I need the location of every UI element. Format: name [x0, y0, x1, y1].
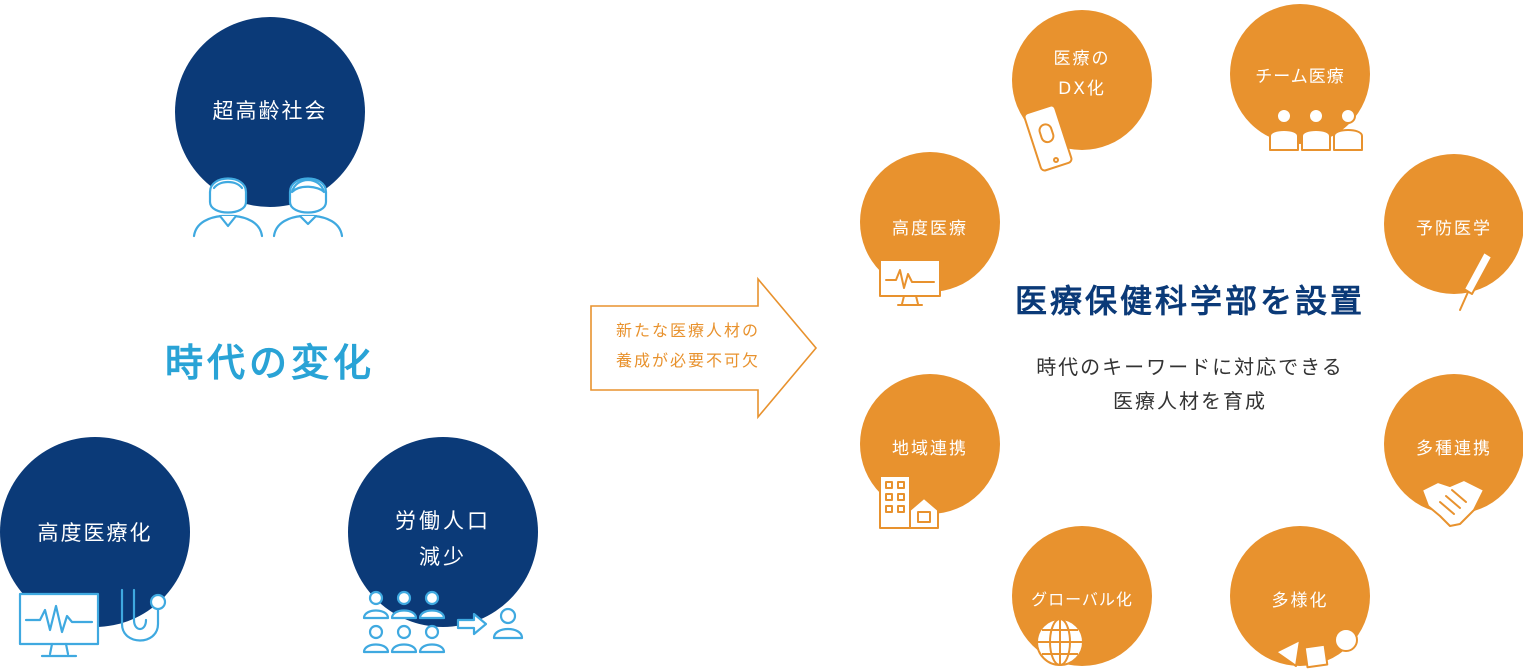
team-people-icon [1269, 108, 1363, 151]
keyword-regional-label: 地域連携 [892, 439, 968, 459]
shapes-icon [1275, 628, 1358, 669]
main-heading: 医療保健科学部を設置 [1014, 282, 1365, 320]
globe-icon [1036, 618, 1084, 666]
keyword-interprofessional-label: 多種連携 [1416, 439, 1492, 459]
keyword-preventive-label: 予防医学 [1416, 219, 1492, 239]
keyword-dx-line2: DX化 [1058, 79, 1106, 99]
sub-text-line1: 時代のキーワードに対応できる [1036, 355, 1344, 379]
sub-text: 時代のキーワードに対応できる 医療人材を育成 [990, 350, 1390, 418]
aging-society-label: 超高齢社会 [212, 99, 328, 123]
aging-society-circle: 超高齢社会 [175, 17, 365, 207]
smartphone-icon [1023, 104, 1073, 172]
syringe-icon [1459, 241, 1497, 311]
arrow-message: 新たな医療人材の 養成が必要不可欠 [596, 316, 780, 376]
transition-arrow [590, 276, 818, 420]
population-decline-icon [362, 590, 524, 654]
elderly-people-icon [192, 177, 344, 238]
monitor-stethoscope-icon [18, 588, 167, 658]
ecg-monitor-icon [879, 259, 941, 306]
handshake-icon [1421, 479, 1485, 527]
keyword-dx-line1: 医療の [1053, 49, 1111, 69]
keyword-preventive-circle: 予防医学 [1384, 154, 1523, 294]
labor-decline-label-line2: 減少 [419, 545, 467, 569]
labor-decline-label-line1: 労働人口 [395, 509, 491, 533]
buildings-icon [879, 475, 939, 529]
arrow-message-line2: 養成が必要不可欠 [615, 351, 760, 370]
era-change-title: 時代の変化 [164, 341, 375, 385]
sub-text-line2: 医療人材を育成 [1113, 389, 1267, 413]
arrow-message-line1: 新たな医療人材の [615, 321, 760, 340]
keyword-diversity-label: 多様化 [1271, 591, 1329, 611]
keyword-advanced-label: 高度医療 [892, 219, 968, 239]
keyword-team-label: チーム医療 [1255, 67, 1345, 87]
advanced-medicine-label: 高度医療化 [37, 521, 153, 545]
keyword-global-label: グローバル化 [1031, 590, 1133, 609]
